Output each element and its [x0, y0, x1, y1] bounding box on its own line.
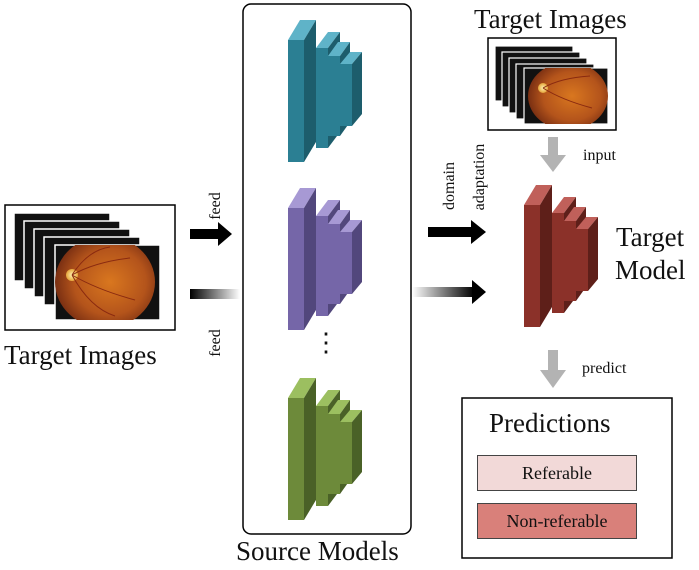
feed-arrow-top — [190, 222, 232, 246]
predict-arrow — [540, 350, 566, 388]
non-referable-class-box: Non-referable — [477, 503, 637, 539]
target-model-line1: Target — [616, 222, 685, 252]
left-image-stack — [4, 204, 176, 331]
input-label: input — [583, 147, 616, 164]
predictions-title: Predictions — [489, 408, 611, 438]
target-model — [524, 185, 598, 327]
source-model-green — [288, 378, 362, 520]
left-fundus-card — [13, 212, 161, 321]
feed-label-top: feed — [207, 192, 224, 220]
target-model-line2: Model — [615, 255, 686, 285]
feed-label-bottom: feed — [207, 329, 224, 357]
domain-label: domain — [441, 162, 458, 210]
models-ellipsis: ⋮ — [313, 328, 339, 357]
input-arrow — [540, 137, 566, 172]
top-image-stack — [487, 37, 617, 131]
top-target-images-title: Target Images — [474, 4, 627, 34]
feed-arrow-bottom — [190, 289, 240, 299]
referable-class-box: Referable — [477, 455, 637, 491]
source-model-purple — [288, 188, 362, 330]
left-target-images-title: Target Images — [4, 340, 157, 370]
adaptation-label: adaptation — [471, 143, 488, 211]
predict-label: predict — [582, 360, 627, 377]
domain-adaptation-arrow — [428, 220, 486, 244]
source-model-teal — [288, 20, 362, 162]
source-models-title: Source Models — [236, 536, 399, 566]
faded-arrow-right — [412, 280, 486, 304]
